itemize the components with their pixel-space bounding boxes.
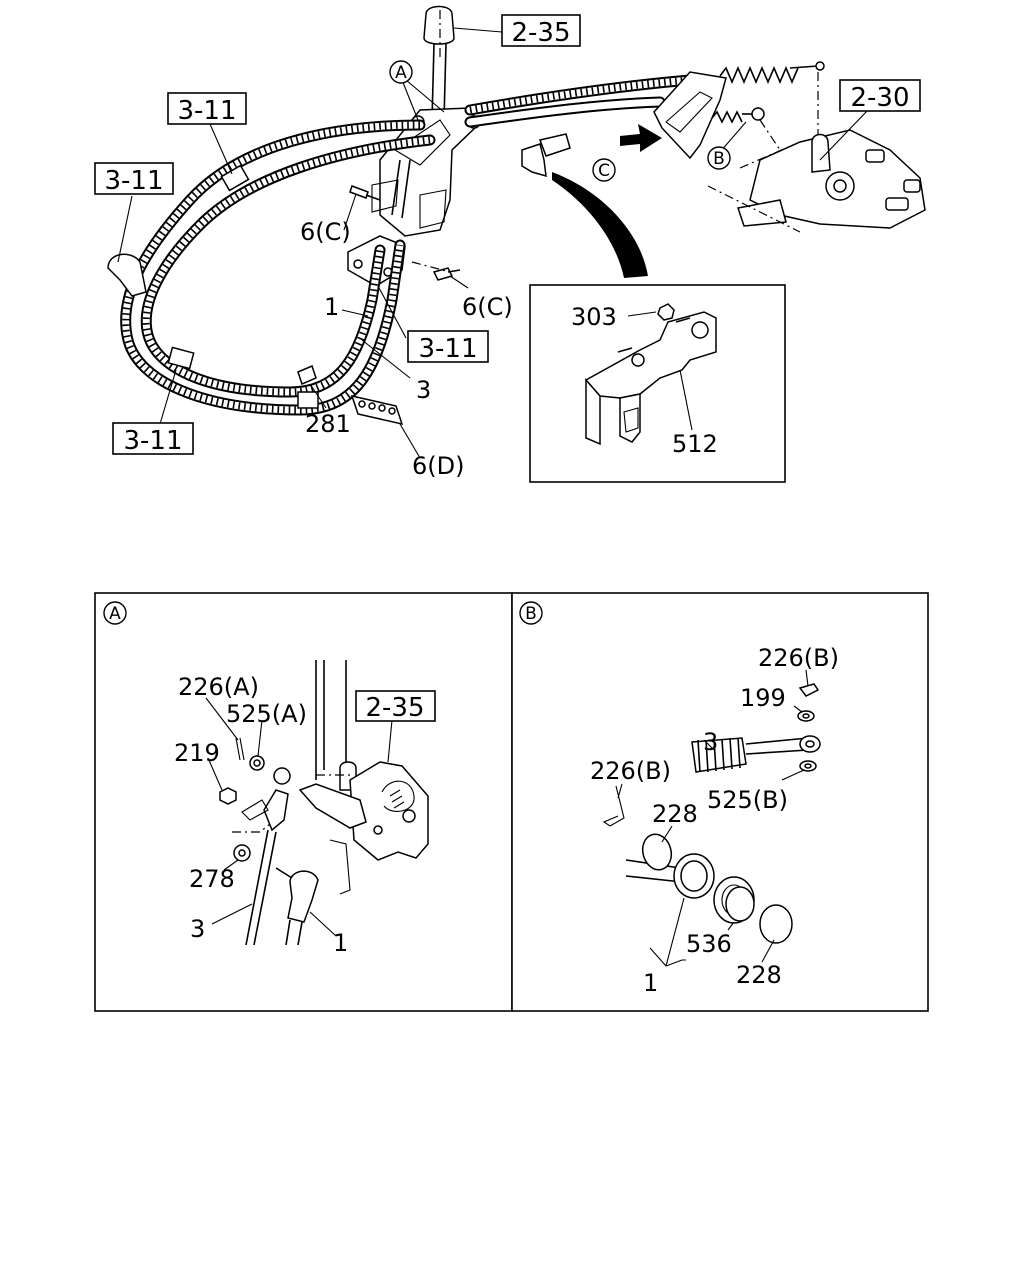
detail-b-marker[interactable]: B bbox=[707, 146, 731, 170]
callout-cable-shift[interactable]: 3 bbox=[416, 376, 431, 404]
detail-b-cable-select-end bbox=[625, 833, 793, 944]
callout-grommet-281[interactable]: 281 bbox=[305, 410, 351, 438]
grommet-281-drawing bbox=[297, 364, 317, 386]
detail-a-lever-housing bbox=[298, 761, 429, 895]
ref-label-cable-clip-center: 3-11 bbox=[418, 334, 477, 364]
ref-label-cable-clip-left: 3-11 bbox=[104, 166, 163, 196]
callout-bracket-512[interactable]: 512 bbox=[672, 430, 718, 458]
detail-c-marker[interactable]: C bbox=[592, 158, 616, 182]
callout-cable-select[interactable]: 1 bbox=[324, 293, 339, 321]
callout-bolt-6c-lower[interactable]: 6(C) bbox=[462, 293, 513, 321]
callout-clip-226b-left[interactable]: 226(B) bbox=[590, 757, 671, 785]
detail-a-panel-marker: A bbox=[103, 601, 127, 625]
callout-bolt-plate-6d[interactable]: 6(D) bbox=[412, 452, 464, 480]
bracket-512-drawing bbox=[584, 311, 717, 446]
main-diagram: 2-35 3-11 3-11 3-11 3-11 2-30 A B bbox=[94, 5, 926, 483]
bolt-6c-upper-drawing bbox=[349, 185, 381, 201]
bolt-6c-lower-drawing bbox=[411, 261, 461, 281]
detail-b-panel-letter: B bbox=[525, 604, 537, 624]
cable-end-bracket-drawing bbox=[653, 61, 825, 160]
callout-cable-select-b[interactable]: 1 bbox=[643, 969, 658, 997]
ref-box-cable-clip-center[interactable]: 3-11 bbox=[407, 330, 489, 364]
detail-a-cable-select bbox=[275, 867, 319, 946]
detail-a-cable-shift bbox=[241, 767, 291, 946]
callout-bolt-6c-upper[interactable]: 6(C) bbox=[300, 218, 351, 246]
bolt-plate-6d-drawing bbox=[350, 394, 404, 426]
callout-cable-select-a[interactable]: 1 bbox=[333, 929, 348, 957]
detail-b-panel-marker: B bbox=[519, 601, 543, 625]
callout-washer-525a[interactable]: 525(A) bbox=[226, 700, 307, 728]
clip-226b-left-drawing bbox=[602, 785, 625, 827]
callout-clip-226b-top[interactable]: 226(B) bbox=[758, 644, 839, 672]
callout-cable-shift-a[interactable]: 3 bbox=[190, 915, 205, 943]
detail-a-panel: A bbox=[94, 592, 513, 1012]
detail-a-ref-label: 2-35 bbox=[365, 693, 424, 723]
callout-washer-525b[interactable]: 525(B) bbox=[707, 786, 788, 814]
ref-label-cable-clip-top: 3-11 bbox=[177, 96, 236, 126]
main-leader-lines bbox=[117, 27, 869, 459]
control-cables bbox=[120, 74, 696, 416]
ref-box-transmission[interactable]: 2-30 bbox=[839, 79, 921, 113]
detail-a-marker[interactable]: A bbox=[389, 60, 413, 84]
nut-303-drawing bbox=[657, 303, 675, 321]
ref-label-transmission: 2-30 bbox=[850, 83, 909, 113]
detail-b-panel: B bbox=[511, 592, 929, 1012]
detail-b-marker-label: B bbox=[713, 149, 725, 169]
callout-cable-shift-b[interactable]: 3 bbox=[703, 728, 718, 756]
direction-arrow bbox=[620, 124, 662, 152]
clip-226a-drawing bbox=[235, 737, 245, 761]
detail-c-marker-label: C bbox=[598, 161, 610, 181]
detail-c-inset: 303 512 bbox=[529, 284, 786, 483]
transmission-drawing bbox=[707, 129, 926, 233]
ref-box-cable-clip-left[interactable]: 3-11 bbox=[94, 162, 174, 196]
callout-clip-226a[interactable]: 226(A) bbox=[178, 673, 259, 701]
washer-278-drawing bbox=[233, 844, 251, 862]
detail-b-cable-shift-end bbox=[691, 735, 821, 773]
clip-226b-top-drawing bbox=[798, 683, 820, 697]
detail-a-panel-letter: A bbox=[109, 604, 121, 624]
callout-washer-278[interactable]: 278 bbox=[189, 865, 235, 893]
ref-box-cable-clip-top[interactable]: 3-11 bbox=[167, 92, 247, 126]
callout-bushing-536[interactable]: 536 bbox=[686, 930, 732, 958]
washer-525b-drawing bbox=[799, 760, 817, 772]
detail-a-marker-label: A bbox=[395, 63, 407, 83]
callout-nut-303[interactable]: 303 bbox=[571, 303, 617, 331]
cable-clips-drawing bbox=[107, 164, 319, 409]
detail-a-ref-box[interactable]: 2-35 bbox=[355, 690, 436, 723]
nut-219-drawing bbox=[219, 787, 237, 805]
callout-washer-199[interactable]: 199 bbox=[740, 684, 786, 712]
callout-washer-228-top[interactable]: 228 bbox=[652, 800, 698, 828]
callout-nut-219[interactable]: 219 bbox=[174, 739, 220, 767]
callout-washer-228-bottom[interactable]: 228 bbox=[736, 961, 782, 989]
washer-525a-drawing bbox=[249, 755, 265, 771]
ref-box-shift-lever[interactable]: 2-35 bbox=[501, 14, 581, 48]
ref-label-shift-lever: 2-35 bbox=[511, 18, 570, 48]
clip-c-drawing bbox=[521, 133, 571, 178]
ref-label-cable-clip-bottom: 3-11 bbox=[123, 426, 182, 456]
ref-box-cable-clip-bottom[interactable]: 3-11 bbox=[112, 422, 194, 456]
washer-199-drawing bbox=[797, 710, 815, 722]
sweep-arrow bbox=[552, 172, 648, 278]
